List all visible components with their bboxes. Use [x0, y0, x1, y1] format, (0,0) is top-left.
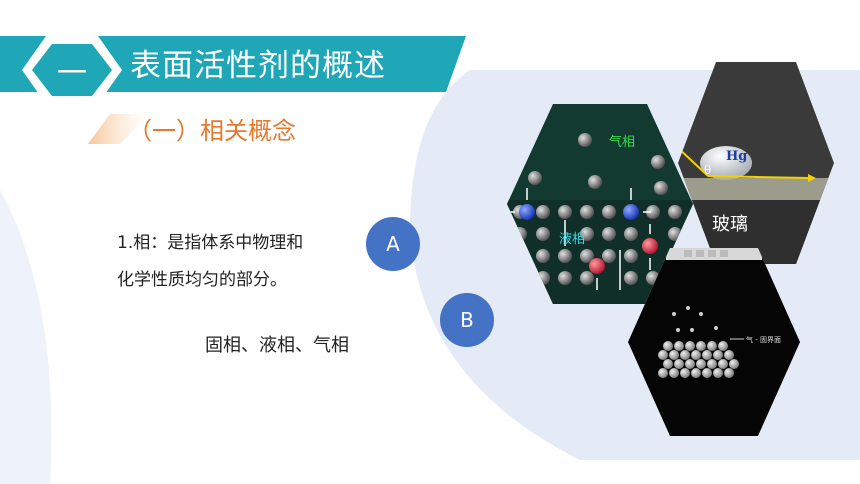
definition-line-1: 1.相：是指体系中物理和	[117, 233, 304, 253]
interface-label: 气 - 固界面	[746, 335, 781, 344]
section-subtitle: （一）相关概念	[128, 117, 296, 145]
option-a-button[interactable]: A	[366, 217, 420, 271]
definition-line-2: 化学性质均匀的部分。	[117, 270, 287, 290]
phase-types: 固相、液相、气相	[205, 335, 349, 356]
liquid-phase-label: 液相	[559, 232, 585, 247]
section-number-badge: 一	[57, 56, 87, 91]
theta-label: θ	[704, 163, 711, 177]
page-title: 表面活性剂的概述	[130, 48, 386, 84]
gas-phase-label: 气相	[609, 134, 635, 150]
hg-label: Hg	[726, 149, 747, 164]
option-b-button[interactable]: B	[440, 293, 494, 347]
gas-solid-interface-image: 气 - 固界面	[628, 248, 800, 436]
mercury-glass-image: Hg θ 玻璃	[678, 62, 834, 264]
glass-label: 玻璃	[712, 214, 748, 235]
